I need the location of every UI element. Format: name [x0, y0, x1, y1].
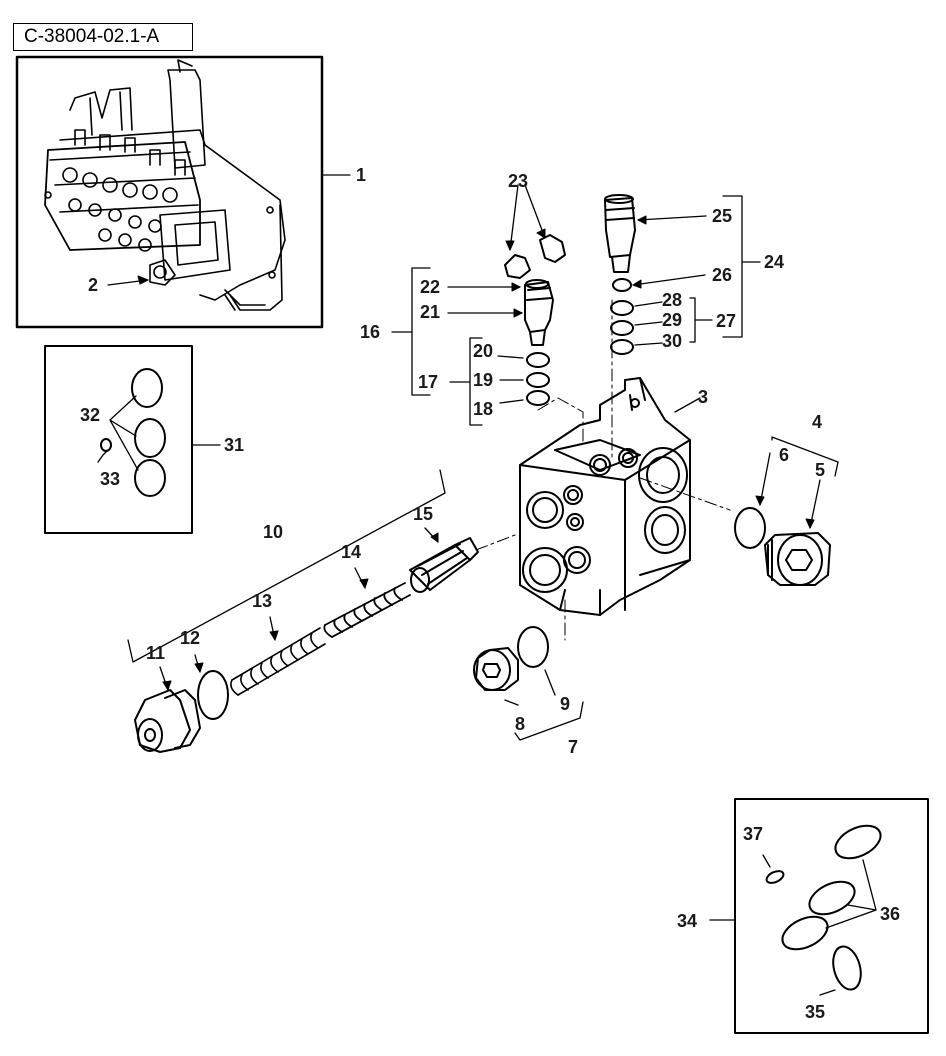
callout-17: 17: [418, 372, 438, 392]
callout-1: 1: [356, 165, 366, 185]
callout-34: 34: [677, 911, 697, 931]
callout-20: 20: [473, 341, 493, 361]
spring-14: [323, 582, 411, 638]
callout-35: 35: [805, 1002, 825, 1022]
o-ring-29: [610, 320, 634, 336]
o-ring-12: [197, 670, 229, 720]
callout-26: 26: [712, 265, 732, 285]
callout-30: 30: [662, 331, 682, 351]
callout-32: 32: [80, 405, 100, 425]
callout-13: 13: [252, 591, 272, 611]
o-ring-32a: [131, 368, 163, 408]
callout-19: 19: [473, 370, 493, 390]
callout-37: 37: [743, 824, 763, 844]
plug-5: [764, 532, 831, 586]
o-ring-36a: [834, 824, 882, 860]
o-ring-30: [610, 339, 634, 355]
callout-10: 10: [263, 522, 283, 542]
plug-11: [134, 689, 201, 753]
assembly-inset-frame: [15, 55, 324, 329]
callout-11: 11: [146, 643, 165, 663]
valve-cartridge-21: [524, 279, 554, 346]
callout-23: 23: [508, 171, 528, 191]
o-ring-6: [734, 507, 766, 549]
o-ring-kit-34-frame: [734, 798, 929, 1034]
callout-21: 21: [420, 302, 440, 322]
seat-26: [612, 278, 632, 292]
callout-27: 27: [716, 311, 736, 331]
spring-13: [230, 627, 326, 696]
o-ring-36c: [781, 915, 829, 951]
callout-2: 2: [88, 275, 98, 295]
callout-25: 25: [712, 206, 732, 226]
relief-cartridge-25: [604, 194, 636, 273]
callout-15: 15: [413, 504, 433, 524]
callout-31: 31: [224, 435, 244, 455]
callout-3: 3: [698, 387, 708, 407]
callout-4: 4: [812, 412, 822, 432]
callout-28: 28: [662, 290, 682, 310]
o-ring-9: [517, 626, 549, 668]
valve-bank-assembly-drawing: [44, 59, 286, 311]
o-ring-35: [832, 945, 862, 991]
o-ring-33: [100, 438, 112, 452]
valve-section-body: [519, 377, 691, 616]
o-ring-19: [526, 372, 550, 388]
o-ring-32c: [134, 459, 166, 497]
o-ring-37: [765, 870, 785, 884]
o-ring-32b: [134, 418, 166, 458]
plug-8: [473, 647, 519, 691]
callout-29: 29: [662, 310, 682, 330]
callout-5: 5: [815, 460, 825, 480]
sensor-cap-23: [504, 234, 566, 279]
callout-22: 22: [420, 277, 440, 297]
callout-36: 36: [880, 904, 900, 924]
callout-labels: 1 2 3 4 5 6 7 8 9 10 11 12 13 14 15 16 1…: [80, 165, 900, 1022]
callout-8: 8: [515, 714, 525, 734]
callout-12: 12: [180, 628, 200, 648]
o-ring-18: [526, 390, 550, 406]
o-ring-kit-31-frame: [44, 345, 193, 534]
callout-24: 24: [764, 252, 784, 272]
callout-14: 14: [341, 542, 361, 562]
callout-6: 6: [779, 445, 789, 465]
callout-16: 16: [360, 322, 380, 342]
callout-18: 18: [473, 399, 493, 419]
callout-7: 7: [568, 737, 578, 757]
poppet-15: [409, 537, 479, 593]
o-ring-28: [610, 300, 634, 316]
o-ring-36b: [808, 880, 856, 916]
figure-reference-label: C-38004-02.1-A: [13, 23, 193, 51]
callout-33: 33: [100, 469, 120, 489]
o-ring-20: [526, 352, 550, 368]
callout-9: 9: [560, 694, 570, 714]
